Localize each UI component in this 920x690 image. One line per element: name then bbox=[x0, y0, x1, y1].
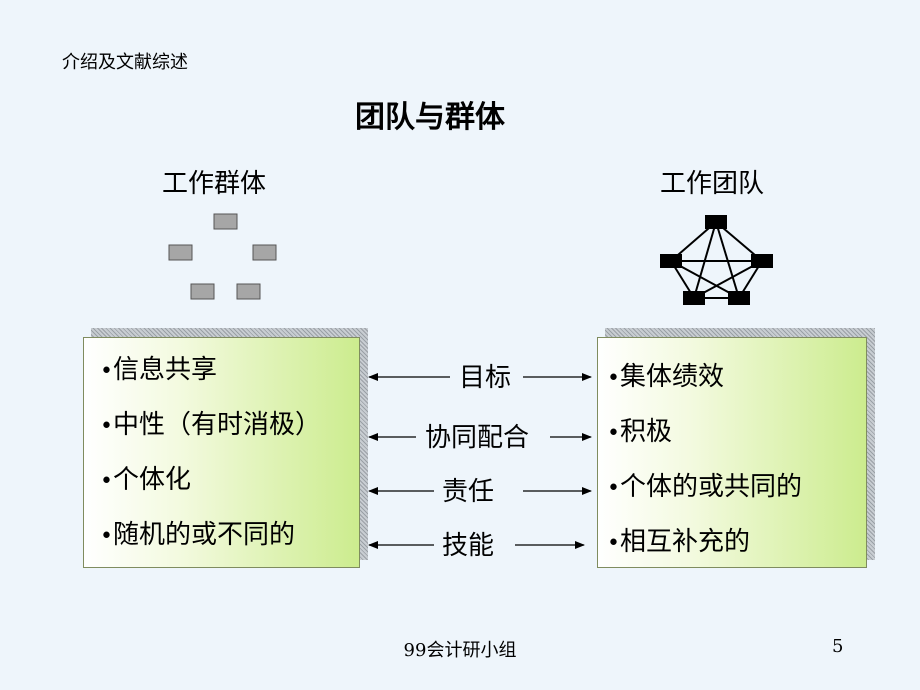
work-team-item: •个体的或共同的 bbox=[607, 472, 802, 502]
dimension-label-accountability: 责任 bbox=[442, 477, 495, 507]
work-group-item: •个体化 bbox=[100, 465, 191, 495]
group-node bbox=[168, 244, 193, 261]
work-team-item: •相互补充的 bbox=[607, 527, 750, 557]
page-number: 5 bbox=[832, 636, 844, 657]
team-node bbox=[705, 215, 727, 229]
dimension-label-goal: 目标 bbox=[459, 363, 512, 393]
dimension-label-synergy: 协同配合 bbox=[425, 423, 530, 453]
work-team-item: •积极 bbox=[607, 417, 672, 447]
work-team-item: •集体绩效 bbox=[607, 362, 724, 392]
slide-footer: 99会计研小组 bbox=[403, 640, 517, 661]
slide-header: 介绍及文献综述 bbox=[62, 52, 188, 73]
work-group-item: •信息共享 bbox=[100, 355, 217, 385]
slide-title: 团队与群体 bbox=[355, 100, 505, 135]
team-node bbox=[728, 291, 750, 305]
work-group-item: •随机的或不同的 bbox=[100, 520, 295, 550]
work-team-title: 工作团队 bbox=[660, 169, 765, 199]
team-node bbox=[660, 254, 682, 268]
group-node bbox=[213, 213, 238, 230]
team-node bbox=[751, 254, 773, 268]
group-node bbox=[190, 283, 215, 300]
work-group-title: 工作群体 bbox=[162, 169, 267, 199]
dimension-label-skills: 技能 bbox=[442, 531, 495, 561]
work-group-item: •中性（有时消极） bbox=[100, 410, 321, 440]
work-team-box bbox=[597, 337, 867, 568]
work-group-box bbox=[83, 337, 360, 568]
team-node bbox=[683, 291, 705, 305]
group-node bbox=[252, 244, 277, 261]
group-node bbox=[236, 283, 261, 300]
